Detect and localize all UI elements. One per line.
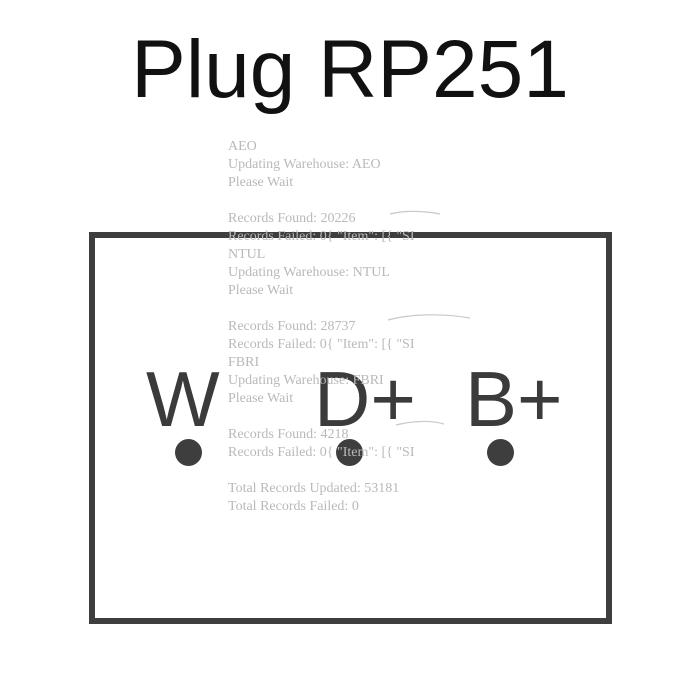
log-line: NTUL xyxy=(228,247,266,262)
diagram-title: Plug RP251 xyxy=(131,24,569,115)
log-line: Records Failed: 0{ "Item": [{ "SI xyxy=(228,229,415,244)
log-line: FBRI xyxy=(228,355,260,370)
log-line xyxy=(228,192,442,210)
log-line xyxy=(228,300,442,318)
log-line: Records Found: 28737 xyxy=(228,319,356,334)
log-line: Updating Warehouse: AEO xyxy=(228,157,381,172)
log-line: Please Wait xyxy=(228,283,294,298)
log-line: Records Found: 4218 xyxy=(228,427,349,442)
pin-label-d-plus: D+ xyxy=(314,355,416,443)
pin-dot-d-plus xyxy=(336,439,363,466)
log-line: AEO xyxy=(228,139,257,154)
log-line: Updating Warehouse: NTUL xyxy=(228,265,390,280)
pin-label-w: W xyxy=(146,355,220,443)
pin-dot-w xyxy=(175,439,202,466)
log-line: Please Wait xyxy=(228,175,294,190)
plug-outline xyxy=(89,232,612,624)
log-line: Records Failed: 0{ "Item": [{ "SI xyxy=(228,445,415,460)
log-line: Total Records Updated: 53181 xyxy=(228,481,400,496)
log-line: Please Wait xyxy=(228,391,294,406)
log-line xyxy=(228,408,442,426)
pin-label-b-plus: B+ xyxy=(465,355,563,443)
log-line xyxy=(228,462,442,480)
log-line: Records Failed: 0{ "Item": [{ "SI xyxy=(228,337,415,352)
log-line: Updating Warehouse: FBRI xyxy=(228,373,384,388)
pin-dot-b-plus xyxy=(487,439,514,466)
log-line: Total Records Failed: 0 xyxy=(228,499,359,514)
log-line: Records Found: 20226 xyxy=(228,211,356,226)
overlay-log: AEO Updating Warehouse: AEO Please Wait … xyxy=(228,138,442,516)
